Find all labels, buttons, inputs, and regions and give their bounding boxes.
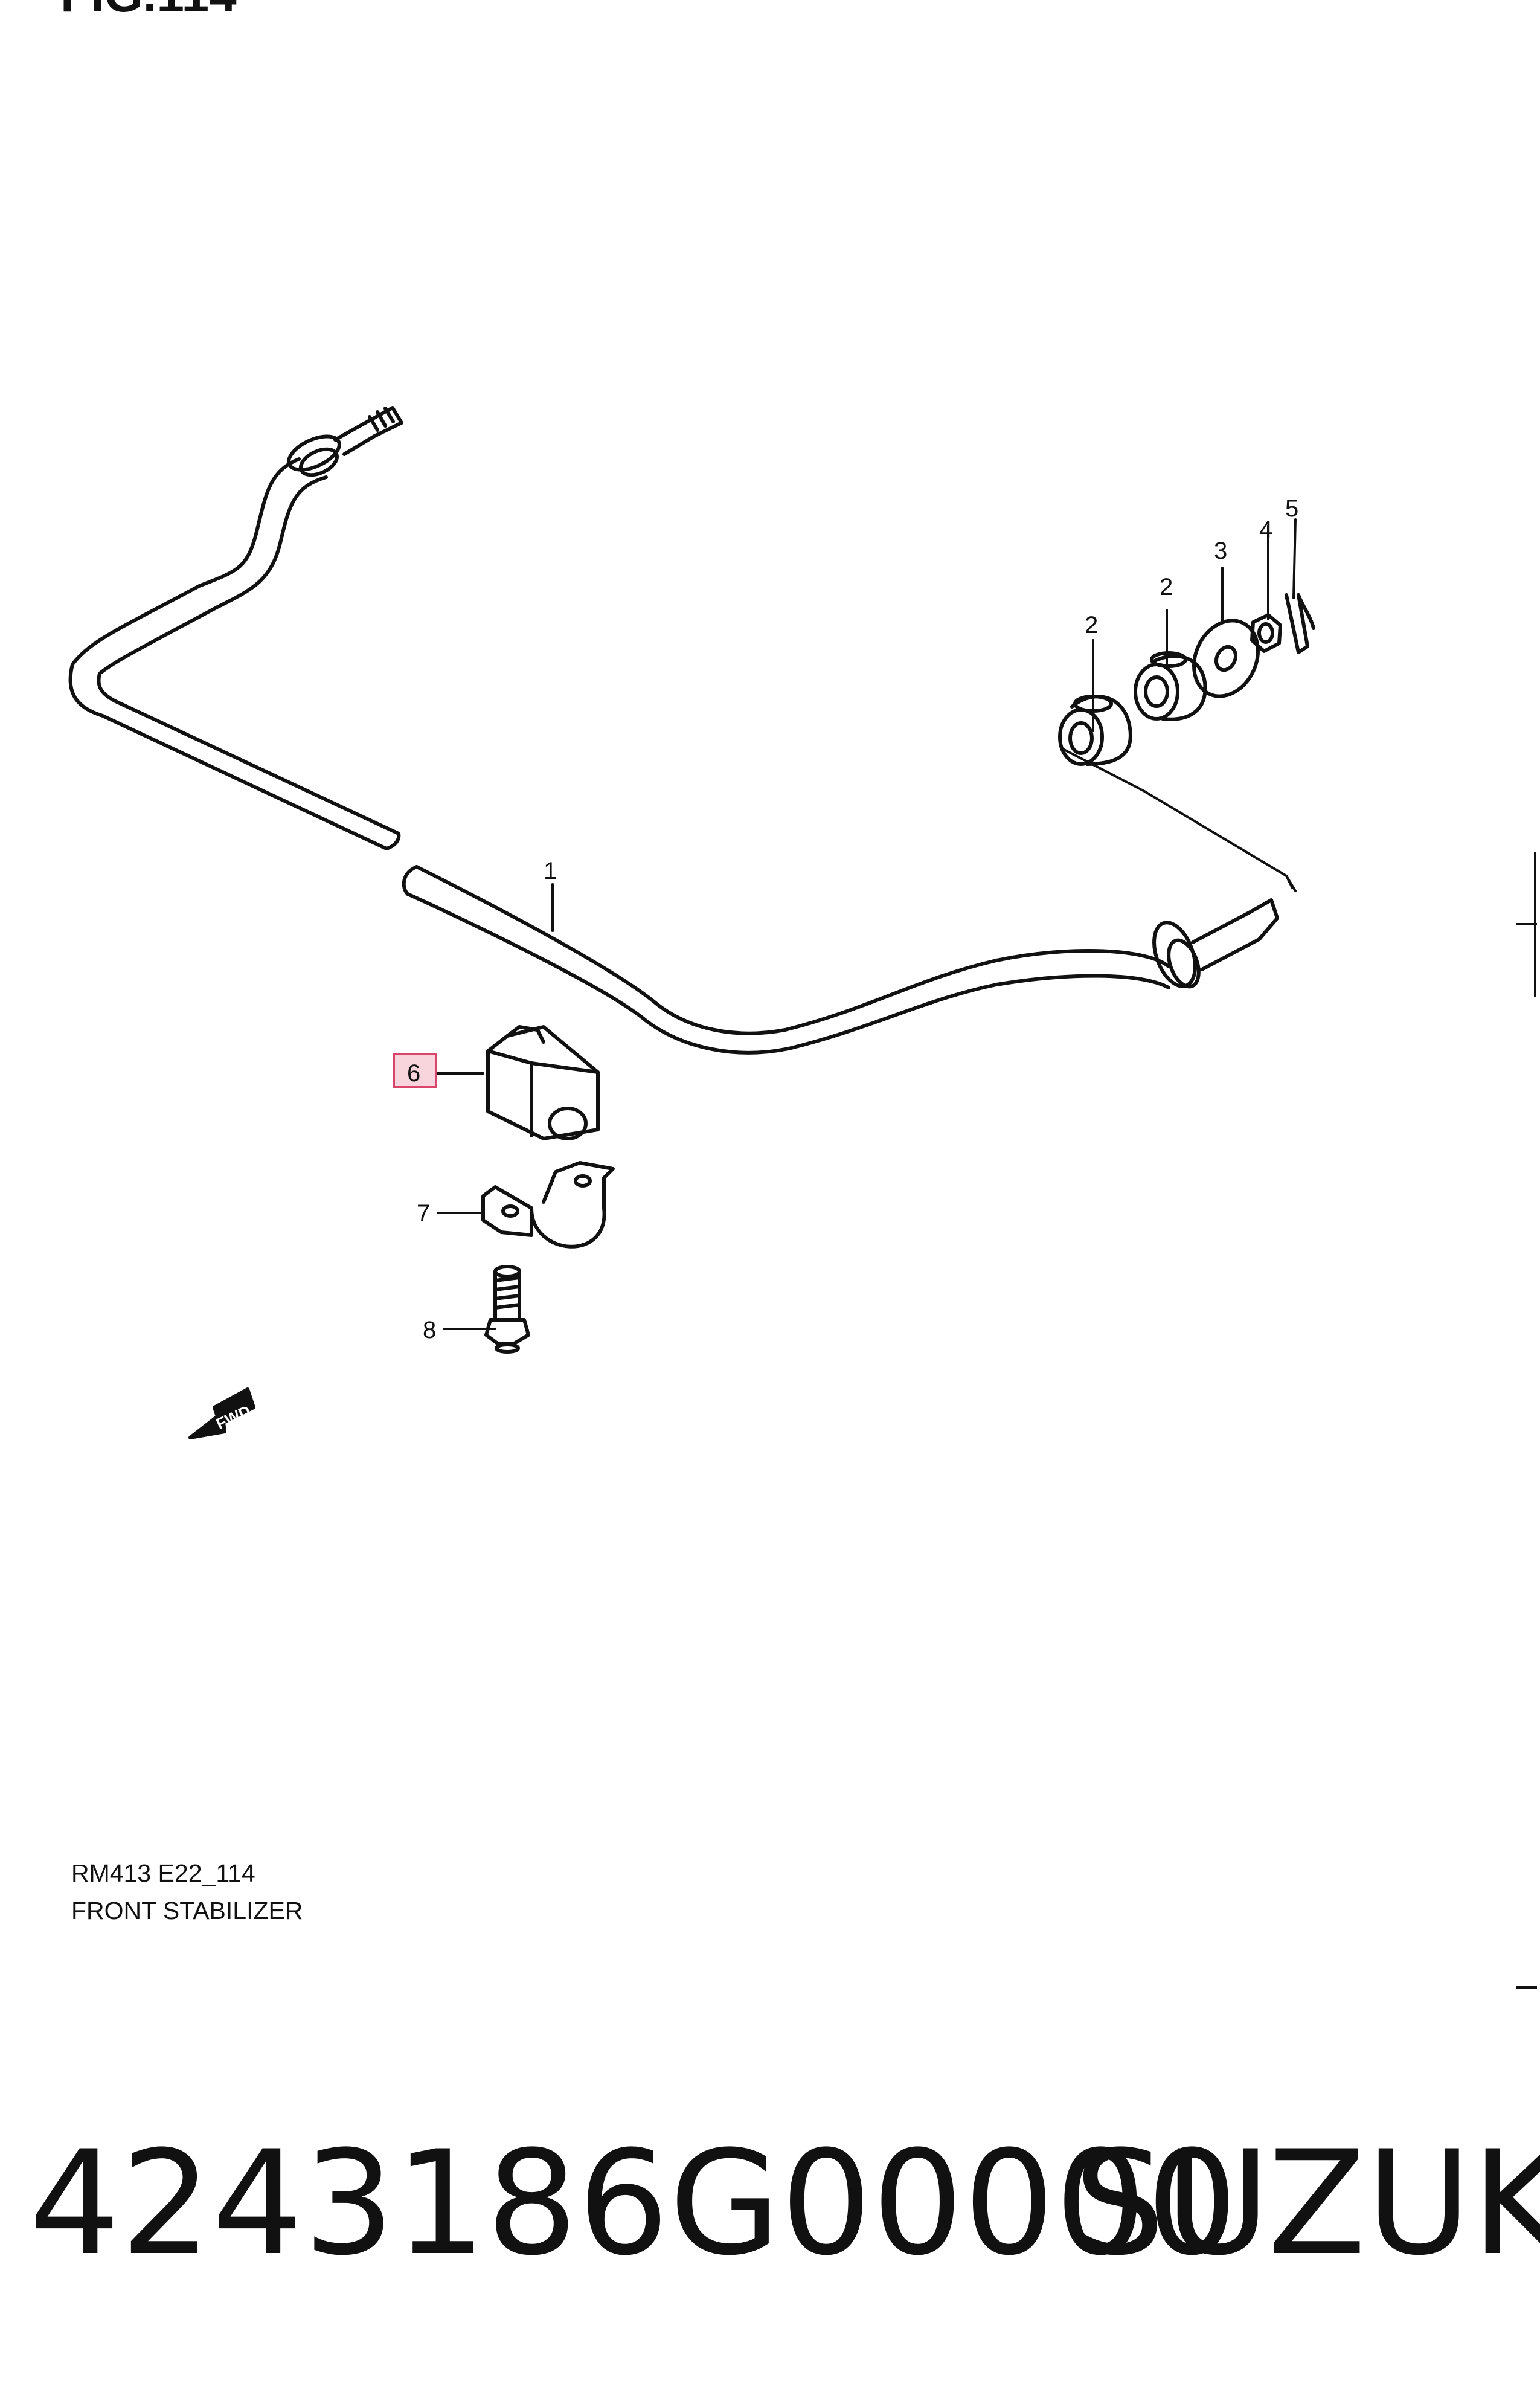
stabilizer-bar-right	[402, 865, 1170, 1055]
diagram-title: FRONT STABILIZER	[71, 1897, 303, 1924]
nut	[1250, 613, 1282, 653]
callout-6: 6	[407, 1060, 420, 1087]
cotter-pin	[1285, 593, 1315, 654]
callout-2a: 2	[1085, 612, 1098, 638]
part-number: 4243186G00000	[29, 2120, 1238, 2288]
brand-name: SUZUKI	[1074, 2120, 1540, 2288]
stud-right	[1152, 898, 1279, 989]
callout-2b: 2	[1160, 574, 1173, 600]
diagram-code: RM413 E22_114	[71, 1859, 255, 1887]
washer	[1192, 619, 1260, 698]
callout-4: 4	[1259, 516, 1272, 543]
exploded-parts-diagram: 1 2 2 3 4 5 6 7 8 FWD	[68, 406, 1537, 1989]
callout-8: 8	[423, 1317, 436, 1343]
callout-5: 5	[1285, 495, 1298, 522]
callout-3: 3	[1214, 538, 1227, 564]
highlight-box	[393, 1053, 437, 1088]
stabilizer-bar-left	[68, 457, 401, 850]
fwd-arrow-icon	[188, 1387, 255, 1439]
callout-1: 1	[544, 858, 557, 884]
stud-top-left	[287, 406, 403, 477]
callout-7: 7	[417, 1200, 430, 1227]
mount-bushing	[486, 1025, 600, 1140]
bolt	[484, 1265, 530, 1354]
figure-header: FIG.114	[60, 0, 237, 24]
mount-bracket	[481, 1161, 615, 1249]
bushing-upper	[1134, 651, 1207, 721]
